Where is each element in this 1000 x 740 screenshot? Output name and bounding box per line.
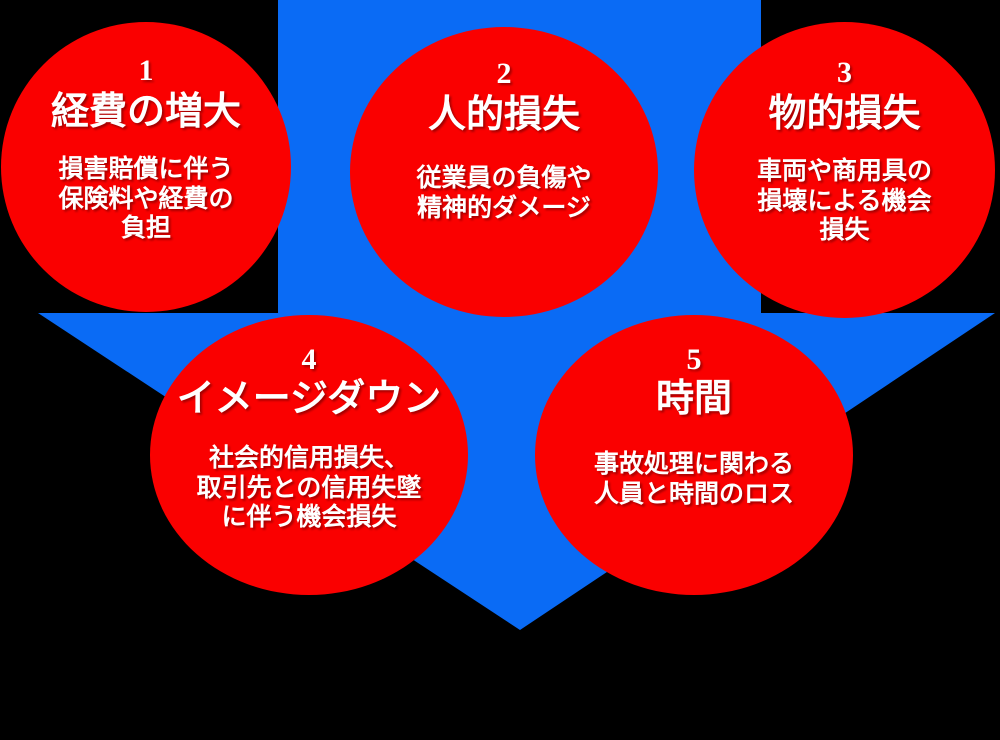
node-desc-line: 事故処理に関わる <box>593 451 794 479</box>
node-number-5: 5 <box>686 343 702 376</box>
node-desc-line: 損失 <box>819 217 870 245</box>
node-title-4: イメージダウン <box>176 378 442 420</box>
node-desc-line: 負担 <box>120 215 171 243</box>
node-desc-line: 取引先との信用失墜 <box>196 474 422 502</box>
node-desc-line: 損壊による機会 <box>757 187 932 215</box>
node-title-3: 物的損失 <box>768 93 921 135</box>
node-number-2: 2 <box>496 57 512 90</box>
node-desc-line: 損害賠償に伴う <box>58 156 234 184</box>
node-description-4: 社会的信用損失、 取引先との信用失墜 に伴う機会損失 <box>175 444 443 533</box>
node-number-1: 1 <box>138 54 154 87</box>
node-circle-3[interactable]: 3 物的損失 車両や商用具の 損壊による機会 損失 <box>694 22 995 318</box>
node-desc-line: 人員と時間のロス <box>593 480 794 508</box>
node-title-2: 人的損失 <box>427 94 580 136</box>
node-title-5: 時間 <box>655 378 732 420</box>
node-description-3: 車両や商用具の 損壊による機会 損失 <box>727 157 962 246</box>
node-description-1: 損害賠償に伴う 保険料や経費の 負担 <box>39 155 254 244</box>
node-desc-line: 精神的ダメージ <box>417 194 591 222</box>
node-title-1: 経費の増大 <box>50 91 241 133</box>
node-desc-line: 従業員の負傷や <box>416 165 592 193</box>
node-desc-line: に伴う機会損失 <box>221 504 397 532</box>
node-circle-4[interactable]: 4 イメージダウン 社会的信用損失、 取引先との信用失墜 に伴う機会損失 <box>150 315 468 595</box>
node-circle-5[interactable]: 5 時間 事故処理に関わる 人員と時間のロス <box>535 315 853 595</box>
node-number-4: 4 <box>301 343 317 376</box>
node-number-3: 3 <box>837 56 852 89</box>
node-desc-line: 保険料や経費の <box>58 185 234 213</box>
node-circle-2[interactable]: 2 人的損失 従業員の負傷や 精神的ダメージ <box>350 27 658 317</box>
node-desc-line: 車両や商用具の <box>756 158 932 186</box>
node-description-2: 従業員の負傷や 精神的ダメージ <box>379 164 629 223</box>
node-circle-1[interactable]: 1 経費の増大 損害賠償に伴う 保険料や経費の 負担 <box>1 22 291 312</box>
node-desc-line: 社会的信用損失、 <box>208 445 409 473</box>
node-description-5: 事故処理に関わる 人員と時間のロス <box>569 450 819 509</box>
